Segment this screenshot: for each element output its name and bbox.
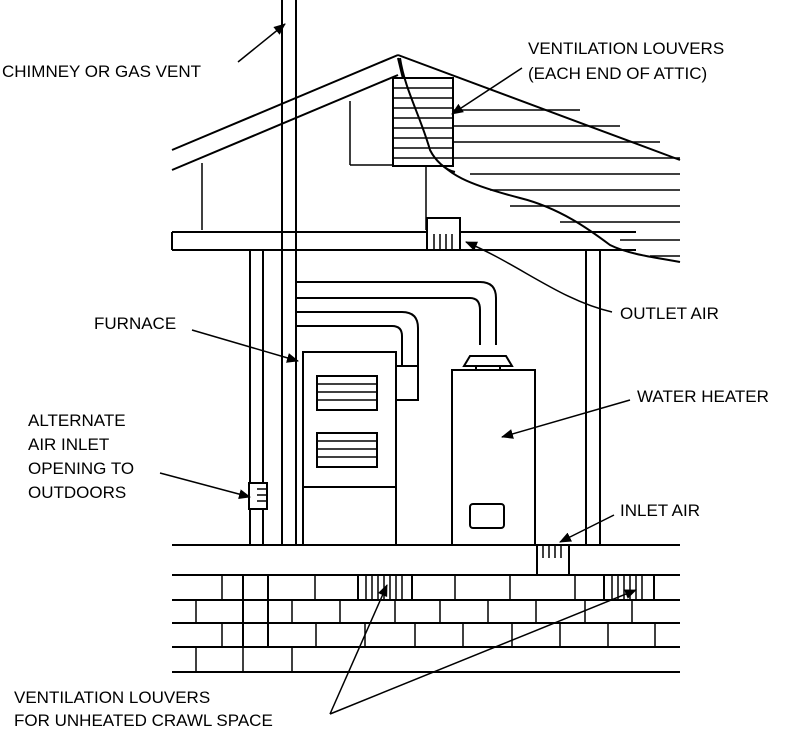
attic-louver-arrow [451,67,523,115]
chimney-arrow [237,23,286,63]
label-attic-louvers-2: (EACH END OF ATTIC) [528,64,707,83]
furnace-arrow [191,329,299,363]
labels: CHIMNEY OR GAS VENT VENTILATION LOUVERS … [2,39,769,730]
outlet-air-arrow [465,241,613,313]
label-inlet-air: INLET AIR [620,501,700,520]
inlet-air-arrow [559,514,615,543]
crawl-left-arrow [329,584,388,715]
label-crawl-louvers-1: VENTILATION LOUVERS [14,688,210,707]
outlet-air-vent [426,217,461,251]
label-attic-louvers-1: VENTILATION LOUVERS [528,39,724,58]
ceiling [171,231,636,251]
roof [171,54,681,230]
label-outlet-air: OUTLET AIR [620,304,719,323]
attic-siding [397,57,681,263]
label-crawl-louvers-2: FOR UNHEATED CRAWL SPACE [14,711,273,730]
foundation [172,574,680,673]
attic-louver [392,57,456,173]
label-alt-inlet-1: ALTERNATE [28,411,126,430]
label-alt-inlet-4: OUTDOORS [28,483,126,502]
furnace [302,351,419,546]
chimney [281,0,297,545]
inlet-air-vent [536,544,570,576]
alt-inlet-arrow [159,472,251,499]
water-heater-arrow [501,399,631,439]
label-chimney: CHIMNEY OR GAS VENT [2,62,201,81]
alternate-air-inlet [248,482,268,510]
floor [172,544,680,576]
crawl-right-arrow [329,589,637,715]
crawl-louver-right [603,574,655,601]
label-alt-inlet-3: OPENING TO [28,459,134,478]
vent-pipes [296,281,497,365]
label-alt-inlet-2: AIR INLET [28,435,109,454]
crawl-louver-left [357,574,413,601]
label-furnace: FURNACE [94,314,176,333]
water-heater [451,355,536,546]
label-water-heater: WATER HEATER [637,387,769,406]
leader-arrows [159,23,637,715]
